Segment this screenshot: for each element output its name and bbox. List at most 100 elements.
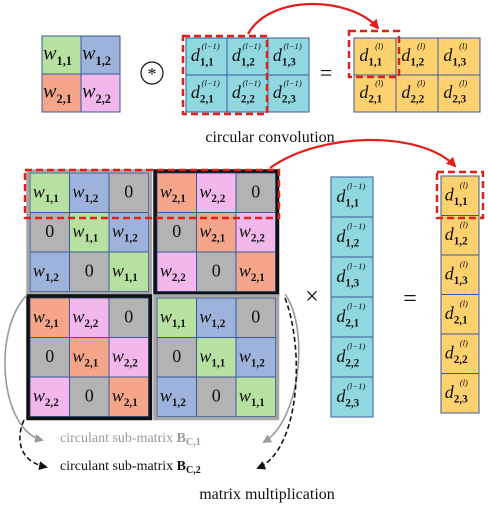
block-top-right-cell-3-1: w2,2: [156, 251, 197, 292]
kernel-cell-2-1-symbol: w: [43, 81, 57, 103]
output-vector-cell-6: d2,3(l): [440, 373, 480, 414]
block-bottom-right-cell-3-3-bg: [235, 376, 276, 417]
block-bottom-right-cell-1-2-subscript: 1,2: [211, 318, 225, 330]
block-bottom-left-cell-2-3-symbol: w: [112, 346, 124, 366]
input-cell-1-2-superscript: (l−1): [242, 41, 260, 51]
block-bottom-right-cell-3-3-symbol: w: [239, 385, 251, 405]
input-cell-2-1-subscript: 2,1: [200, 94, 214, 106]
block-top-left-cell-3-2-text: 0: [85, 260, 94, 280]
output-vector-cell-2-subscript: 1,2: [454, 236, 468, 248]
block-top-right-cell-3-1-subscript: 2,2: [172, 272, 186, 284]
output-cell-1-2-superscript: (l): [417, 41, 425, 51]
block-bottom-left-cell-3-1-text: w2,2: [33, 385, 59, 409]
block-top-right-cell-1-3-text: 0: [251, 181, 260, 201]
input-vector-cell-3-text: d1,3: [336, 266, 359, 290]
kernel-cell-2-2-subscript: 2,2: [96, 92, 112, 106]
block-top-right-cell-1-3-bg: [235, 172, 276, 213]
output-cell-2-1-symbol: d: [359, 82, 369, 102]
input-cell-2-2-symbol: d: [232, 82, 242, 102]
block-top-left-cell-2-3-bg: [108, 212, 149, 253]
kernel-cell-1-2-symbol: w: [82, 43, 96, 65]
output-cell-1-3-symbol: d: [443, 45, 453, 65]
block-bottom-right-cell-1-3: 0: [235, 297, 276, 338]
output-vector-cell-4-text: d2,1: [445, 303, 468, 327]
block-top-right-cell-3-3-symbol: w: [239, 260, 251, 280]
input-cell-1-2-subscript: 1,2: [241, 57, 255, 69]
input-vector-cell-1-superscript: (l−1): [347, 181, 365, 191]
block-top-right-cell-3-2-text: 0: [212, 260, 221, 280]
output-vector: d1,1(l)d1,2(l)d1,3(l)d2,1(l)d2,2(l)d2,3(…: [440, 175, 480, 414]
input-cell-2-3-text: d2,3: [273, 82, 296, 106]
block-bottom-right-cell-2-2-symbol: w: [199, 346, 211, 366]
block-bottom-left-cell-2-2-text: w2,1: [72, 346, 98, 370]
block-bottom-right-cell-2-3-text: w1,2: [239, 346, 265, 370]
block-bottom-left-cell-1-3: 0: [108, 297, 149, 338]
block-bottom-right-cell-3-1-symbol: w: [160, 385, 172, 405]
output-cell-1-2-symbol: d: [401, 45, 411, 65]
output-cell-1-3-superscript: (l): [459, 41, 467, 51]
block-bottom-right-cell-1-3-bg: [235, 297, 276, 338]
black-submatrix-arrow-right: [256, 297, 298, 470]
block-top-left-cell-1-1-text: w1,1: [33, 181, 59, 205]
output-cell-1-1: d1,1(l): [353, 37, 397, 76]
output-vector-cell-2-superscript: (l): [460, 219, 468, 229]
block-top-left-cell-2-2-text: w1,1: [72, 221, 98, 245]
block-top-left-cell-3-1: w1,2: [29, 251, 70, 292]
block-top-right-cell-3-3-subscript: 2,1: [251, 272, 265, 284]
block-top-left-cell-2-1-text: 0: [45, 221, 54, 241]
kernel-cell-2-2-symbol: w: [82, 81, 96, 103]
input-vector-cell-4-symbol: d: [336, 306, 346, 326]
submatrix-1-sub: C,1: [186, 437, 201, 448]
block-bottom-left-cell-3-2: 0: [69, 376, 110, 417]
output-vector-cell-6-bg: [440, 373, 480, 414]
output-vector-cell-5: d2,2(l): [440, 333, 480, 374]
equals-sign-top: =: [320, 60, 332, 85]
output-cell-2-1-bg: [353, 74, 397, 113]
input-cell-1-3-symbol: d: [273, 45, 283, 65]
kernel-cell-1-1: w1,1: [41, 35, 82, 75]
block-bottom-right-cell-1-1-text: w1,1: [160, 306, 186, 330]
block-bottom-right-cell-2-3-bg: [235, 337, 276, 378]
output-cell-2-2-superscript: (l): [417, 78, 425, 88]
input-cell-2-1-text: d2,1: [191, 82, 214, 106]
output-cell-1-3-text: d1,3: [443, 45, 466, 69]
block-bottom-left-cell-1-2: w2,2: [69, 297, 110, 338]
block-top-right-cell-3-3: w2,1: [235, 251, 276, 292]
submatrix-label-2: circulant sub-matrix BC,2: [60, 459, 201, 476]
block-top-right-cell-1-2-subscript: 2,2: [211, 193, 225, 205]
input-cell-1-1: d1,1(l−1): [185, 37, 228, 76]
block-top-left-cell-3-1-bg: [29, 251, 70, 292]
block-bottom-right-cell-3-3: w1,1: [235, 376, 276, 417]
block-top-left-cell-1-2-text: w1,2: [72, 181, 98, 205]
kernel-cell-1-2: w1,2: [80, 35, 121, 75]
input-vector-cell-2-text: d1,2: [336, 226, 359, 250]
input-cell-2-2-text: d2,2: [232, 82, 255, 106]
input-cell-2-1-bg: [185, 74, 228, 113]
block-top-right-cell-1-2: w2,2: [196, 172, 237, 213]
input-cell-1-1-text: d1,1: [191, 45, 214, 69]
kernel-cell-2-2-bg: [80, 73, 121, 113]
block-bottom-left-cell-2-2: w2,1: [69, 337, 110, 378]
submatrix-2-prefix: circulant sub-matrix: [60, 459, 177, 474]
input-window-highlight: [181, 34, 269, 116]
block-top-right-cell-3-1-text: w2,2: [160, 260, 186, 284]
input-cell-2-1: d2,1(l−1): [185, 74, 228, 113]
convolution-operator: *: [148, 64, 157, 84]
output-cell-1-3-subscript: 1,3: [452, 57, 466, 69]
block-bottom-right-cell-1-2-text: w1,2: [199, 306, 225, 330]
output-vector-cell-3-text: d1,3: [445, 263, 468, 287]
input-vector-cell-3-superscript: (l−1): [347, 261, 365, 271]
block-bottom-right-cell-1-1-symbol: w: [160, 306, 172, 326]
block-bottom-right-cell-2-2-subscript: 1,1: [211, 358, 225, 370]
input-feature-map: d1,1(l−1)d1,2(l−1)d1,3(l−1)d2,1(l−1)d2,2…: [185, 37, 310, 113]
block-top-left-cell-3-3-symbol: w: [112, 260, 124, 280]
matrix-row-highlight: [23, 168, 281, 220]
output-vector-cell-6-subscript: 2,3: [454, 394, 468, 406]
output-cell-2-3-superscript: (l): [459, 78, 467, 88]
block-top-left-cell-3-1-symbol: w: [33, 260, 45, 280]
block-top-left-cell-2-3-symbol: w: [112, 221, 124, 241]
